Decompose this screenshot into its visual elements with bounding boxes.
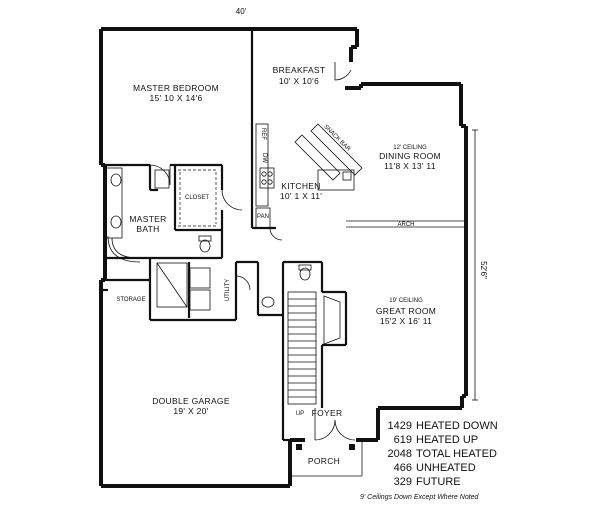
breakfast-name: BREAKFAST: [273, 65, 326, 75]
stat-value: 2048: [387, 448, 412, 460]
master-bedroom-name: MASTER BEDROOM: [133, 83, 219, 93]
snack-bar-label: SNACK BAR: [322, 124, 351, 153]
overall-depth-label: 52'6": [479, 261, 488, 279]
kitchen-size: 10' 1 X 11': [280, 191, 322, 201]
dining-ceiling-note: 12' CEILING: [393, 145, 427, 151]
dimension-lines: [472, 129, 478, 401]
stair-up-label: UP: [296, 411, 304, 417]
ceiling-footnote: 9' Ceilings Down Except Where Noted: [360, 494, 479, 501]
stat-label: HEATED UP: [416, 434, 479, 446]
stat-label: FUTURE: [416, 476, 461, 488]
great-room-size: 15'2 X 16' 11: [380, 316, 432, 326]
arch-label: ARCH: [397, 222, 414, 228]
double-garage-size: 19' X 20': [173, 406, 208, 416]
porch: [290, 440, 363, 477]
kitchen-name: KITCHEN: [281, 181, 320, 191]
bath-fixtures: [105, 167, 312, 311]
staircase: [287, 291, 317, 405]
master-bath-name-2: BATH: [136, 224, 159, 234]
fireplace: [323, 295, 341, 345]
utility-label: UTILITY: [225, 279, 231, 301]
arch-opening: [346, 220, 466, 228]
porch-name: PORCH: [308, 456, 340, 466]
ref-label: REF: [260, 128, 266, 140]
storage-label: STORAGE: [116, 297, 145, 303]
stat-label: HEATED DOWN: [416, 420, 498, 432]
overall-width-label: 40': [236, 7, 247, 16]
stat-value: 1429: [387, 420, 412, 432]
closet-label: CLOSET: [185, 195, 209, 201]
dw-label: DW: [261, 153, 267, 163]
foyer-name: FOYER: [312, 408, 343, 418]
snack-bar-counter: [294, 123, 363, 181]
pan-label: PAN: [257, 214, 269, 220]
stat-value: 466: [393, 462, 412, 474]
breakfast-size: 10' X 10'6: [279, 76, 319, 86]
master-bath-name: MASTER: [129, 214, 166, 224]
dining-room-size: 11'8 X 13' 11: [384, 161, 436, 171]
stat-value: 619: [393, 434, 412, 446]
stat-label: UNHEATED: [416, 462, 476, 474]
double-garage-name: DOUBLE GARAGE: [152, 396, 230, 406]
stat-label: TOTAL HEATED: [416, 448, 497, 460]
dining-room-name: DINING ROOM: [379, 151, 441, 161]
great-room-name: GREAT ROOM: [376, 306, 436, 316]
master-bedroom-size: 15' 10 X 14'6: [150, 93, 203, 103]
great-room-ceiling-note: 19' CEILING: [389, 298, 423, 304]
interior-walls: [101, 29, 348, 442]
stat-value: 329: [393, 476, 412, 488]
kitchen-counters: [255, 123, 355, 229]
door-swings: [149, 62, 356, 441]
